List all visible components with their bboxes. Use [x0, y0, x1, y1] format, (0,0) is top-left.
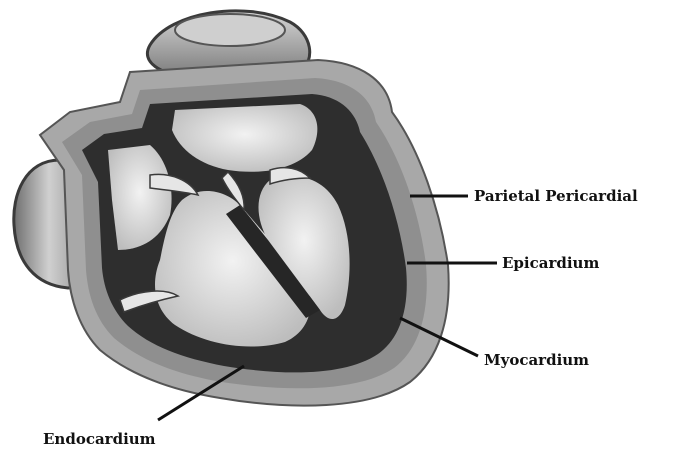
- label-parietal-pericardial: Parietal Pericardial: [474, 187, 638, 205]
- label-endocardium: Endocardium: [43, 430, 156, 448]
- label-myocardium: Myocardium: [484, 351, 589, 369]
- label-epicardium: Epicardium: [502, 254, 599, 272]
